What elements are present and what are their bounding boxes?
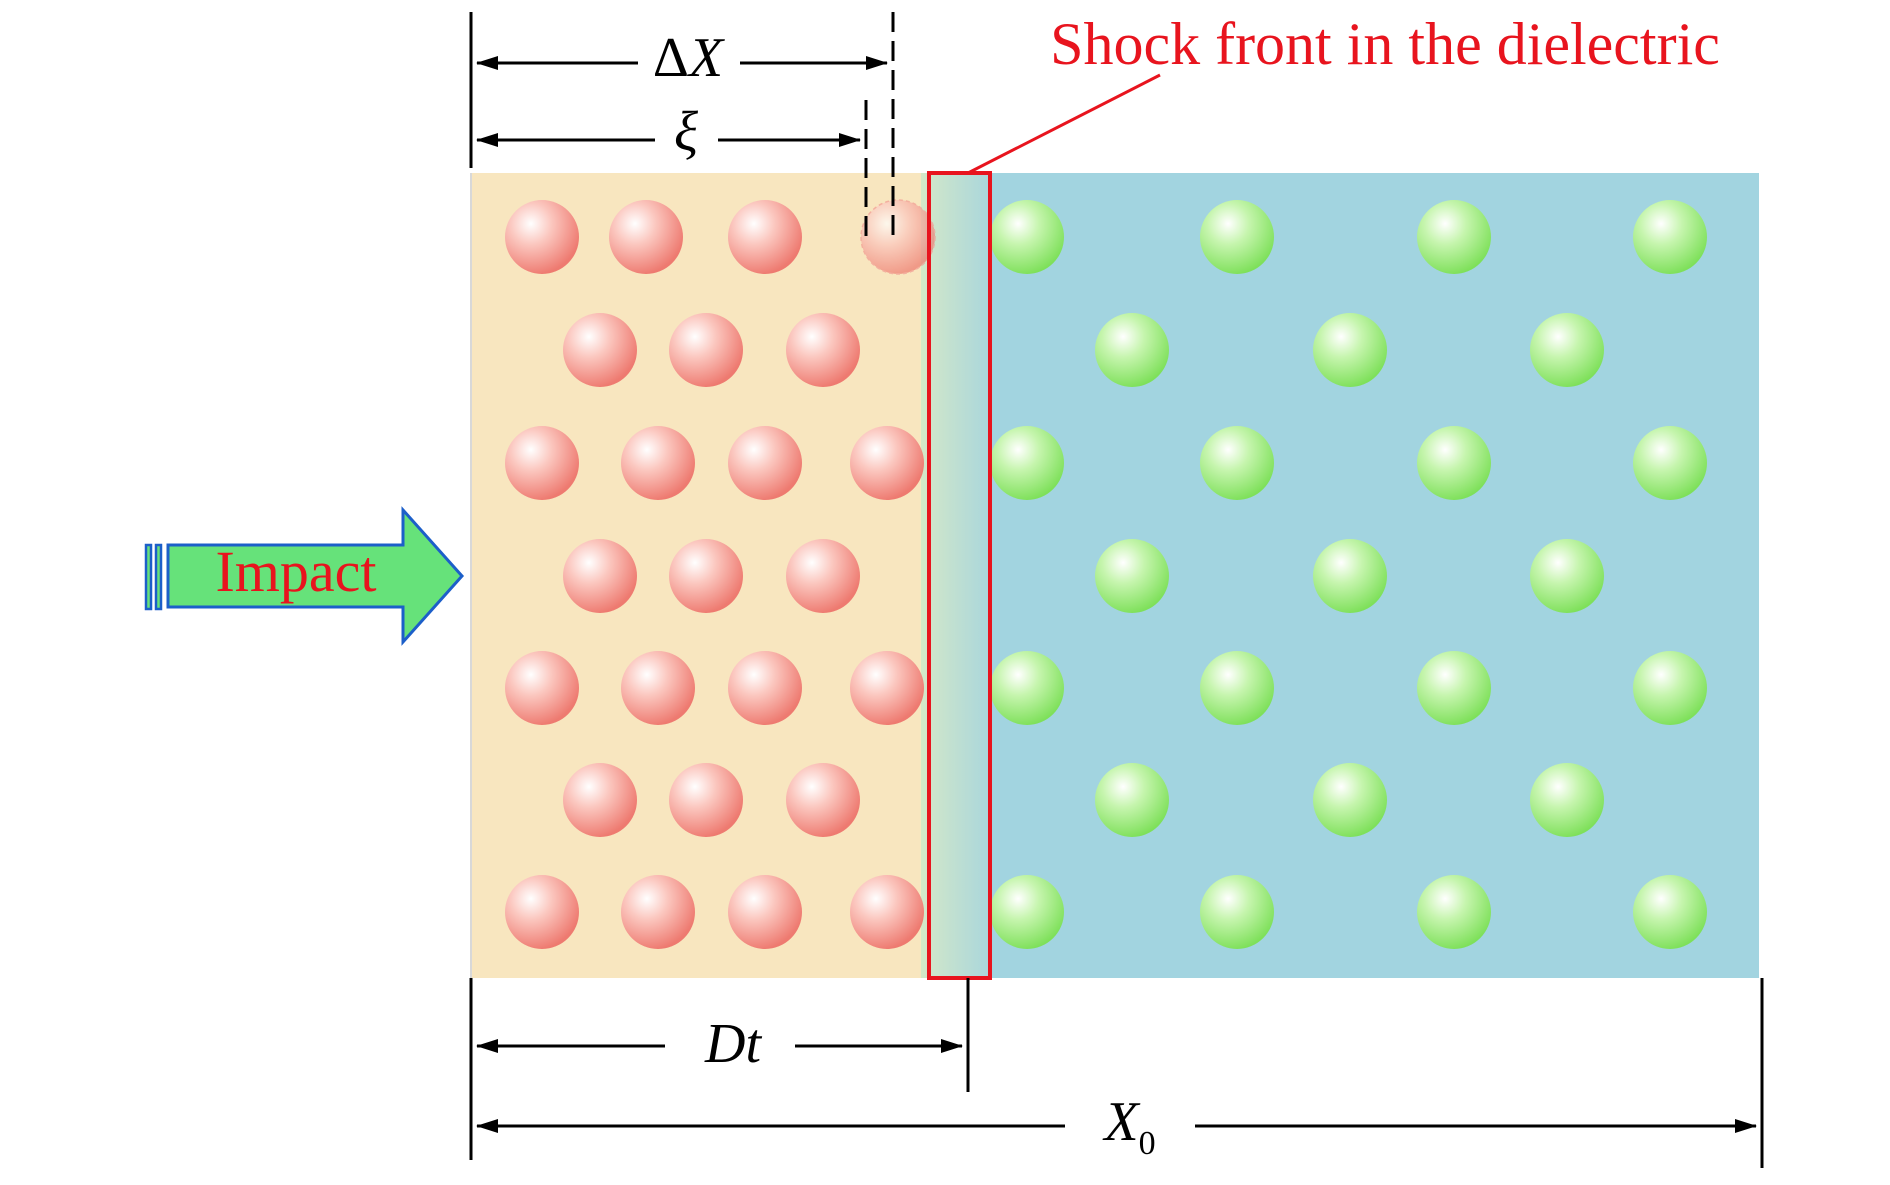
- shocked-particle: [563, 539, 637, 613]
- shocked-particle: [728, 875, 802, 949]
- x0-label: X0: [1102, 1091, 1155, 1162]
- shocked-particle: [563, 313, 637, 387]
- unshocked-particle: [990, 200, 1064, 274]
- shocked-particle: [728, 200, 802, 274]
- shocked-particle: [786, 313, 860, 387]
- unshocked-particle: [1200, 651, 1274, 725]
- unshocked-particle: [1633, 426, 1707, 500]
- unshocked-particle: [990, 651, 1064, 725]
- unshocked-particle: [1530, 539, 1604, 613]
- impact-label: Impact: [215, 539, 376, 604]
- unshocked-particle: [1095, 763, 1169, 837]
- dt-label: Dt: [704, 1013, 762, 1075]
- xi-label: ξ: [674, 101, 698, 163]
- deltax-label: ΔX: [653, 27, 726, 89]
- unshocked-particle: [1417, 651, 1491, 725]
- shocked-particle: [728, 651, 802, 725]
- shocked-particle: [850, 651, 924, 725]
- shock-front-fill: [921, 173, 991, 978]
- unshocked-particle: [1200, 200, 1274, 274]
- unshocked-particle: [990, 426, 1064, 500]
- shocked-particle: [505, 651, 579, 725]
- unshocked-particle: [1313, 539, 1387, 613]
- overlapping-particle-ghost: [860, 199, 936, 275]
- shocked-particle: [505, 200, 579, 274]
- unshocked-particle: [1095, 313, 1169, 387]
- unshocked-particle: [1313, 313, 1387, 387]
- shocked-particles: [505, 200, 924, 949]
- shocked-particle: [786, 763, 860, 837]
- unshocked-particle: [1530, 313, 1604, 387]
- impact-arrow-body: [166, 506, 465, 646]
- unshocked-particle: [1530, 763, 1604, 837]
- shocked-particle: [669, 539, 743, 613]
- shocked-particle: [505, 426, 579, 500]
- unshocked-particle: [990, 875, 1064, 949]
- unshocked-particle: [1417, 426, 1491, 500]
- unshocked-particle: [1200, 875, 1274, 949]
- shock-front-box: [927, 171, 992, 980]
- shocked-particle: [621, 875, 695, 949]
- unshocked-particles: [990, 200, 1707, 949]
- shocked-particle: [850, 426, 924, 500]
- unshocked-particle: [1313, 763, 1387, 837]
- shocked-particle: [669, 313, 743, 387]
- unshocked-particle: [1633, 875, 1707, 949]
- shock-front-pointer: [967, 73, 1161, 175]
- unshocked-particle: [1417, 200, 1491, 274]
- shocked-particle: [621, 426, 695, 500]
- unshocked-particle: [1633, 200, 1707, 274]
- shocked-particle: [786, 539, 860, 613]
- shocked-particle: [669, 763, 743, 837]
- impact-arrow: Impact: [144, 506, 465, 646]
- shocked-particle: [621, 651, 695, 725]
- unshocked-particle: [1200, 426, 1274, 500]
- unshocked-particle: [1633, 651, 1707, 725]
- shocked-particle: [505, 875, 579, 949]
- shocked-particle: [609, 200, 683, 274]
- impact-arrow-stripe-1: [144, 543, 153, 611]
- unshocked-particle: [1095, 539, 1169, 613]
- impact-arrow-stripe-2: [154, 543, 163, 611]
- shocked-particle: [728, 426, 802, 500]
- shock-front-label: Shock front in the dielectric: [1050, 11, 1720, 77]
- unshocked-particle: [1417, 875, 1491, 949]
- shocked-particle: [850, 875, 924, 949]
- shocked-particle: [563, 763, 637, 837]
